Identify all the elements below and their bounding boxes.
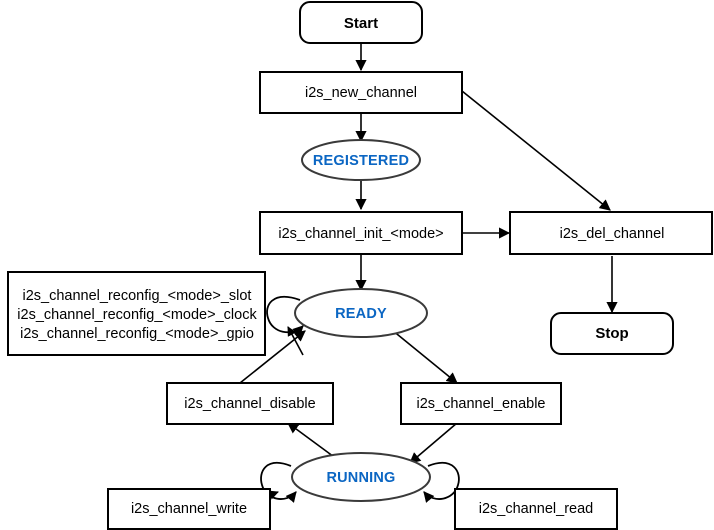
node-channel-disable[interactable]: i2s_channel_disable	[166, 382, 334, 425]
edge-disable-to-ready	[239, 330, 306, 384]
del-channel-label: i2s_del_channel	[560, 226, 665, 242]
edge-write-to-running	[268, 490, 279, 500]
node-channel-init[interactable]: i2s_channel_init_<mode>	[259, 211, 463, 255]
edge-running-self-loop-left	[260, 462, 297, 503]
edge-new-channel-to-del-channel	[461, 90, 611, 211]
new-channel-shape	[259, 71, 463, 114]
stop-shape	[550, 312, 674, 355]
channel-read-shape	[454, 488, 618, 530]
registered-shape	[301, 139, 421, 181]
node-channel-read[interactable]: i2s_channel_read	[454, 488, 618, 530]
new-channel-label: i2s_new_channel	[305, 85, 417, 101]
channel-disable-shape	[166, 382, 334, 425]
node-del-channel[interactable]: i2s_del_channel	[509, 211, 713, 255]
node-new-channel[interactable]: i2s_new_channel	[259, 71, 463, 114]
channel-init-shape	[259, 211, 463, 255]
ready-label: READY	[335, 306, 387, 322]
reconfig-line-2: i2s_channel_reconfig_<mode>_clock	[17, 307, 257, 323]
running-label: RUNNING	[326, 470, 395, 486]
reconfig-line-1: i2s_channel_reconfig_<mode>_slot	[23, 288, 252, 304]
node-reconfig-box[interactable]: i2s_channel_reconfig_<mode>_slot i2s_cha…	[7, 271, 266, 356]
node-start[interactable]: Start	[299, 1, 423, 44]
channel-write-label: i2s_channel_write	[131, 501, 247, 517]
del-channel-shape	[509, 211, 713, 255]
channel-enable-label: i2s_channel_enable	[417, 396, 546, 412]
channel-init-label: i2s_channel_init_<mode>	[278, 226, 443, 242]
channel-read-label: i2s_channel_read	[479, 501, 593, 517]
node-channel-enable[interactable]: i2s_channel_enable	[400, 382, 562, 425]
stop-label: Stop	[595, 325, 628, 342]
channel-write-shape	[107, 488, 271, 530]
edge-enable-to-running	[409, 422, 458, 464]
registered-label: REGISTERED	[313, 153, 409, 169]
node-stop[interactable]: Stop	[550, 312, 674, 355]
running-shape	[291, 452, 431, 502]
node-state-registered[interactable]: REGISTERED	[301, 139, 421, 181]
edge-running-self-loop-right	[423, 462, 460, 503]
reconfig-line-3: i2s_channel_reconfig_<mode>_gpio	[20, 326, 254, 342]
node-state-ready[interactable]: READY	[294, 288, 428, 338]
edge-ready-to-enable	[391, 329, 458, 384]
start-shape	[299, 1, 423, 44]
reconfig-shape	[7, 271, 266, 356]
ready-shape	[294, 288, 428, 338]
channel-disable-label: i2s_channel_disable	[184, 396, 315, 412]
start-label: Start	[344, 15, 378, 32]
node-state-running[interactable]: RUNNING	[291, 452, 431, 502]
node-channel-write[interactable]: i2s_channel_write	[107, 488, 271, 530]
channel-enable-shape	[400, 382, 562, 425]
